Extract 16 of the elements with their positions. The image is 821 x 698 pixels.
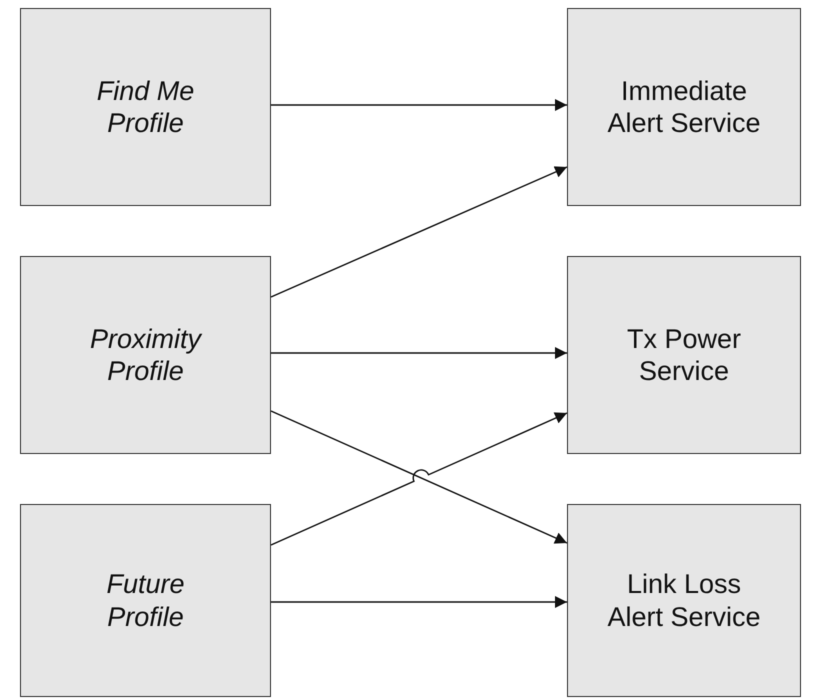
profile-name: Proximity Profile [88, 322, 204, 388]
arrow [270, 166, 568, 298]
profile-name: Find Me Profile [96, 74, 196, 140]
arrow [271, 99, 567, 111]
service-box [567, 256, 801, 454]
profile-box [20, 504, 271, 697]
service-box [567, 504, 801, 697]
arrow [271, 347, 567, 359]
service-name: Link Loss Alert Service [606, 568, 762, 633]
profile-box [20, 8, 271, 206]
profile-box [20, 256, 271, 454]
service-name: Tx Power Service [626, 322, 742, 388]
service-box [567, 8, 801, 206]
service-name: Immediate Alert Service [606, 74, 762, 140]
profile-name: Future Profile [105, 568, 186, 633]
arrow [271, 596, 567, 608]
